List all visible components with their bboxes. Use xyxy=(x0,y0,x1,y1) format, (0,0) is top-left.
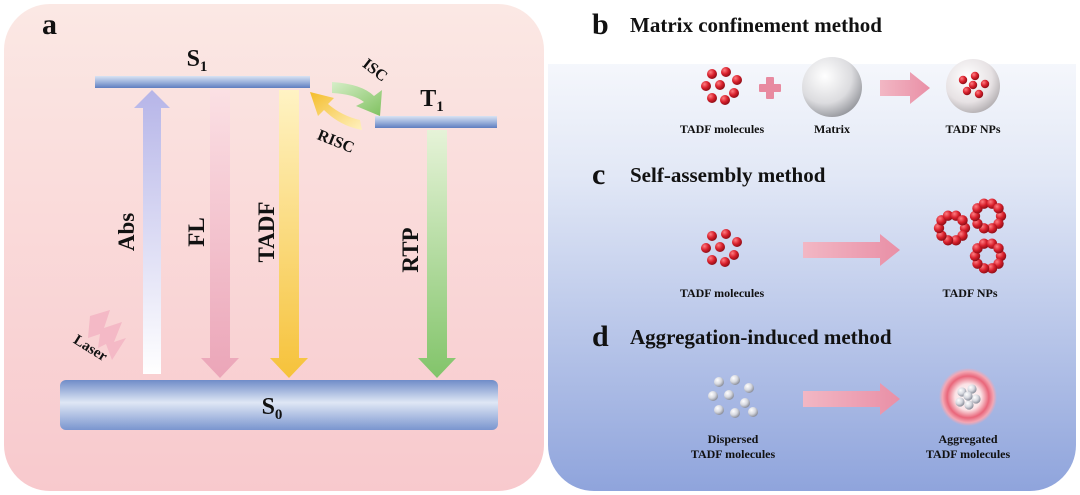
c-label-nps: TADF NPs xyxy=(943,286,998,300)
d-label-dispersed-line2: TADF molecules xyxy=(691,447,776,461)
panel-d-title: Aggregation-induced method xyxy=(630,325,892,349)
ring-bead xyxy=(993,243,1004,254)
d-label-aggregated-line1: Aggregated xyxy=(938,432,997,446)
ring-1 xyxy=(933,210,971,246)
rtp-arrow xyxy=(418,130,456,378)
ring-bead xyxy=(978,238,990,249)
ring-bead xyxy=(950,235,962,246)
tadf-label: TADF xyxy=(254,202,279,263)
panel-d-letter: d xyxy=(592,320,609,353)
ring-bead xyxy=(986,223,998,234)
rtp-label: RTP xyxy=(398,227,423,272)
panel-bcd-top-fill xyxy=(548,4,1076,64)
c-reaction-arrow xyxy=(803,234,900,266)
abs-label: Abs xyxy=(114,213,139,251)
dispersed-molecule-cluster xyxy=(708,375,758,418)
ring-bead xyxy=(986,263,998,274)
t1-level-bar xyxy=(375,116,497,128)
ring-2 xyxy=(969,198,1007,234)
fl-arrow xyxy=(201,90,239,378)
risc-arrow xyxy=(310,92,362,130)
t1-label: T1 xyxy=(420,86,444,115)
s1-label: S1 xyxy=(187,46,208,75)
plus-icon xyxy=(759,77,781,99)
ring-bead xyxy=(993,203,1004,214)
aggregated-molecule-glow xyxy=(939,368,997,426)
panel-a: a S1 T1 S0 Abs FL TADF RTP ISC RISC Lase… xyxy=(4,4,544,491)
panel-b-letter: b xyxy=(592,8,609,41)
ring-3 xyxy=(969,238,1007,274)
self-assembled-rings xyxy=(933,198,1007,274)
ring-bead xyxy=(957,215,968,226)
panel-c-letter: c xyxy=(592,158,605,191)
c-molecule-cluster xyxy=(701,229,742,267)
c-label-molecules: TADF molecules xyxy=(680,286,765,300)
tadf-arrow xyxy=(270,90,308,378)
fl-label: FL xyxy=(184,217,209,246)
isc-arrow xyxy=(332,82,382,116)
abs-arrow xyxy=(134,90,170,374)
panel-bcd: b Matrix confinement method TADF xyxy=(548,4,1076,491)
ring-bead xyxy=(978,198,990,209)
d-reaction-arrow xyxy=(803,383,900,415)
b-label-matrix: Matrix xyxy=(814,122,850,136)
b-label-nps: TADF NPs xyxy=(946,122,1001,136)
b-molecule-cluster xyxy=(701,67,742,105)
matrix-sphere xyxy=(802,57,862,117)
d-label-dispersed-line1: Dispersed xyxy=(708,432,759,446)
s0-label: S0 xyxy=(262,394,283,423)
s1-level-bar xyxy=(95,76,310,88)
b-reaction-arrow xyxy=(880,72,930,104)
ring-bead xyxy=(942,210,954,221)
laser-bolt-icon xyxy=(88,310,126,360)
s0-level-bar xyxy=(60,380,498,430)
panel-a-letter: a xyxy=(42,8,57,41)
d-label-aggregated-line2: TADF molecules xyxy=(926,447,1011,461)
tadf-np-sphere xyxy=(946,59,1000,113)
panel-b-title: Matrix confinement method xyxy=(630,13,882,37)
panel-c-title: Self-assembly method xyxy=(630,163,826,187)
b-label-molecules: TADF molecules xyxy=(680,122,765,136)
